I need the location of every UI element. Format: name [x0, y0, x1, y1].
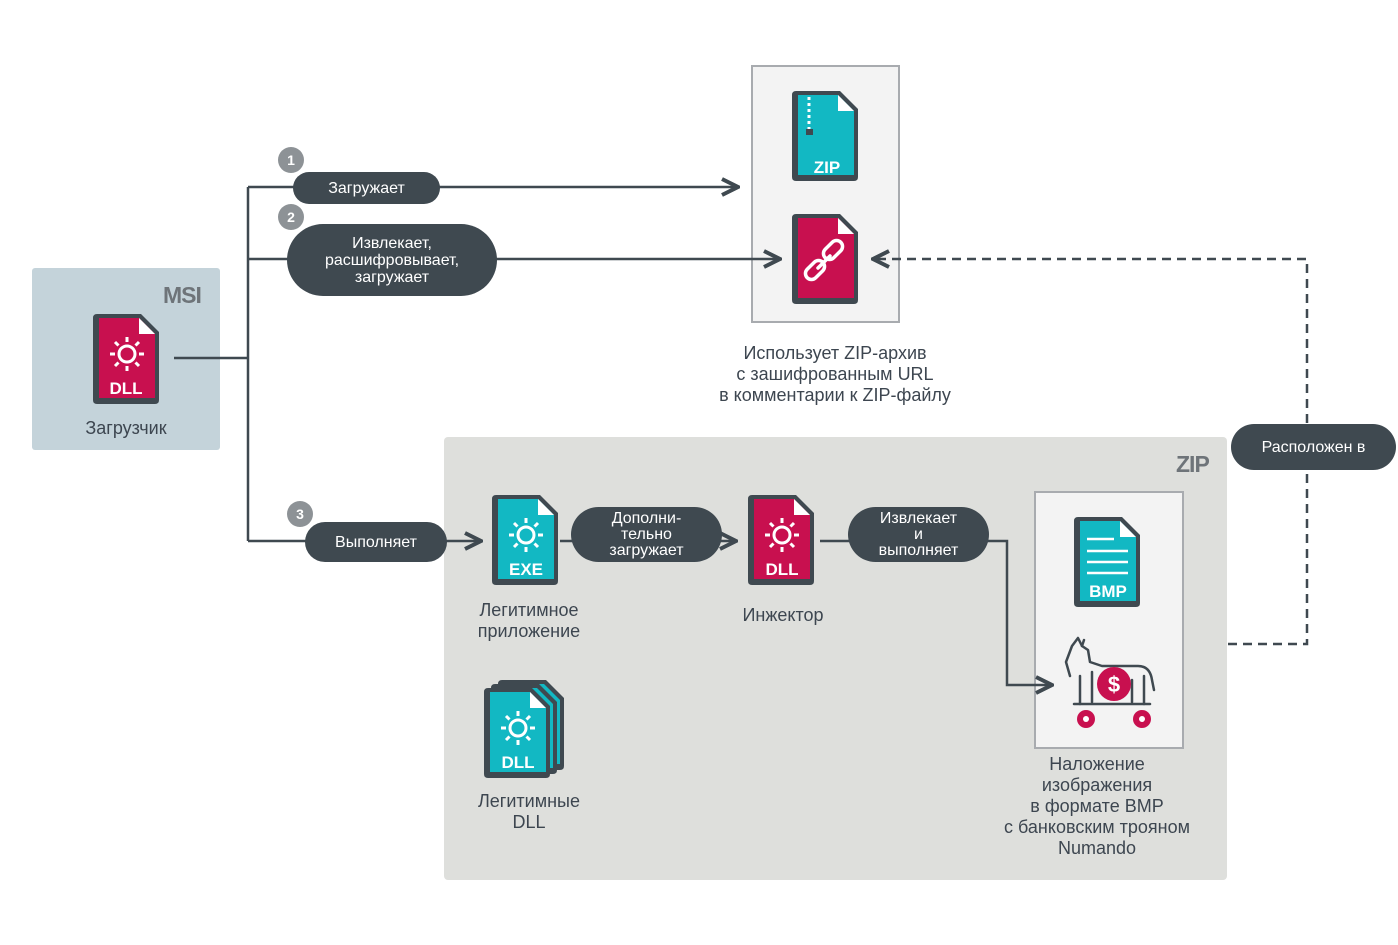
zip-filetype: ZIP: [814, 158, 840, 177]
line-injector-to-trojan: [820, 539, 1050, 685]
zip-file-icon: ZIP: [792, 89, 860, 188]
extract-execute-label: Извлекает и выполняет: [848, 507, 989, 562]
legit-dlls-label: Легитимные DLL: [477, 791, 580, 832]
injector-filetype: DLL: [765, 560, 798, 579]
msi-tag: MSI: [163, 282, 202, 308]
zip-archive-caption: Использует ZIP-архив с зашифрованным URL…: [719, 343, 951, 405]
svg-text:$: $: [1108, 672, 1120, 697]
legit-app-label: Легитимное приложение: [477, 600, 581, 641]
step-1-label: Загружает: [293, 172, 440, 204]
extra-download-label: Дополни- тельно загружает: [571, 507, 722, 562]
step-2-label: Извлекает, расшифровывает, загружает: [287, 224, 497, 296]
encrypted-url-icon: [792, 212, 860, 311]
bmp-file-icon: BMP: [1074, 515, 1142, 614]
zip-tag: ZIP: [1176, 451, 1210, 477]
legit-dlls-icon: DLL: [484, 676, 568, 785]
bmp-filetype: BMP: [1089, 582, 1127, 601]
step-3-label: Выполняет: [305, 522, 447, 562]
bmp-trojan-label: Наложение изображения в формате BMP с ба…: [1004, 754, 1190, 858]
injector-dll-icon: DLL: [748, 493, 816, 592]
step-2-badge: 2: [278, 204, 304, 230]
injector-label: Инжектор: [742, 605, 824, 625]
legit-dlls-filetype: DLL: [501, 753, 534, 772]
loader-filetype: DLL: [109, 379, 142, 398]
loader-dll-icon: DLL: [93, 312, 161, 411]
located-in-label: Расположен в: [1231, 424, 1396, 470]
trojan-horse-icon: $: [1058, 632, 1162, 737]
legit-exe-filetype: EXE: [509, 560, 543, 579]
step-1-badge: 1: [278, 147, 304, 173]
loader-label: Загрузчик: [85, 418, 167, 438]
legit-exe-icon: EXE: [492, 493, 560, 592]
step-3-badge: 3: [287, 501, 313, 527]
